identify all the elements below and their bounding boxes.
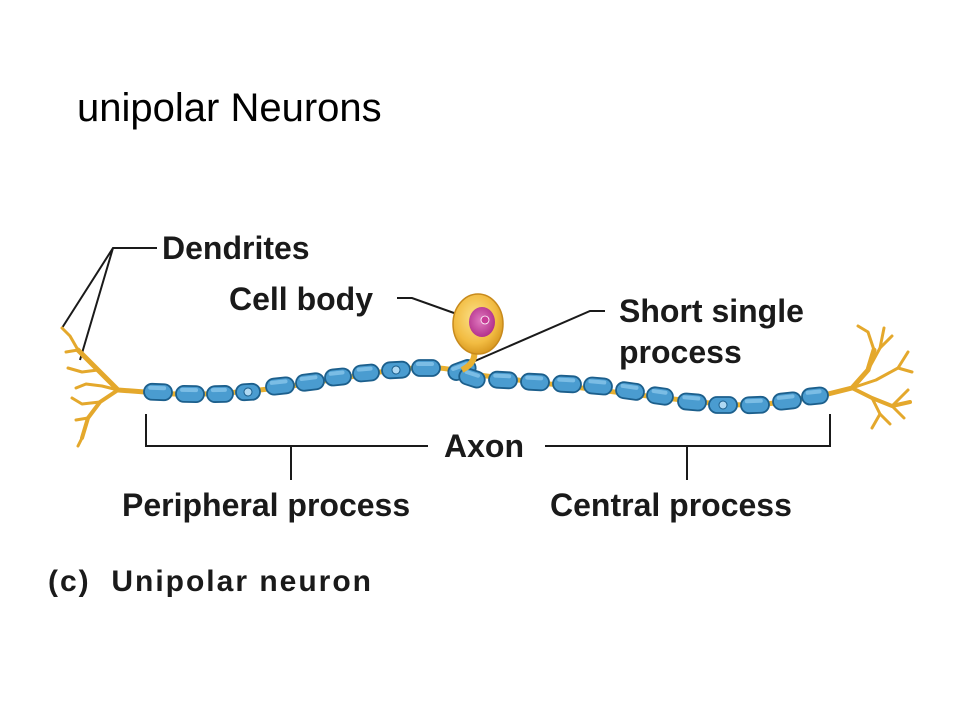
short-process-leader (467, 310, 605, 365)
slide-title: unipolar Neurons (77, 86, 382, 130)
peripheral-process-label: Peripheral process (122, 487, 410, 523)
myelin-segment (175, 384, 205, 404)
myelin-segment (295, 372, 325, 392)
cell-body-label: Cell body (229, 281, 373, 317)
axon-bracket (145, 414, 831, 447)
myelin-segment (583, 376, 613, 396)
myelin-segment (740, 395, 770, 415)
figure-caption: (c) Unipolar neuron (48, 565, 373, 598)
right-dendrites (825, 324, 914, 430)
myelin-segment (708, 396, 738, 414)
leader-lines (61, 247, 831, 480)
myelin-segment (772, 391, 802, 411)
nucleolus (480, 315, 490, 325)
myelin-segment (235, 382, 261, 402)
myelin-segment (488, 370, 518, 390)
left-dendrites (60, 326, 148, 448)
dendrites-leader (61, 247, 157, 361)
myelin-segment (646, 386, 674, 406)
central-process-label: Central process (550, 487, 792, 523)
myelin-segment (352, 363, 380, 383)
myelin-segment (381, 360, 411, 380)
dendrites-label: Dendrites (162, 230, 310, 266)
cell-body (452, 293, 504, 373)
cell-body-leader (397, 297, 469, 319)
myelin-segment (520, 372, 550, 392)
myelin-segment (677, 392, 707, 412)
myelin-segment (324, 367, 352, 387)
myelin-segment (615, 381, 645, 401)
short-single-process-label-line2: process (619, 334, 742, 370)
myelin-segment (206, 385, 234, 403)
myelin-segments (143, 359, 829, 415)
myelin-segment (458, 367, 486, 389)
axon-label: Axon (444, 428, 524, 464)
myelin-segment (801, 386, 829, 406)
myelin-segment (552, 374, 582, 394)
myelin-segment (265, 376, 295, 396)
myelin-segment (143, 382, 173, 402)
myelin-segment (411, 359, 441, 377)
short-single-process-label: Short single (619, 293, 804, 329)
